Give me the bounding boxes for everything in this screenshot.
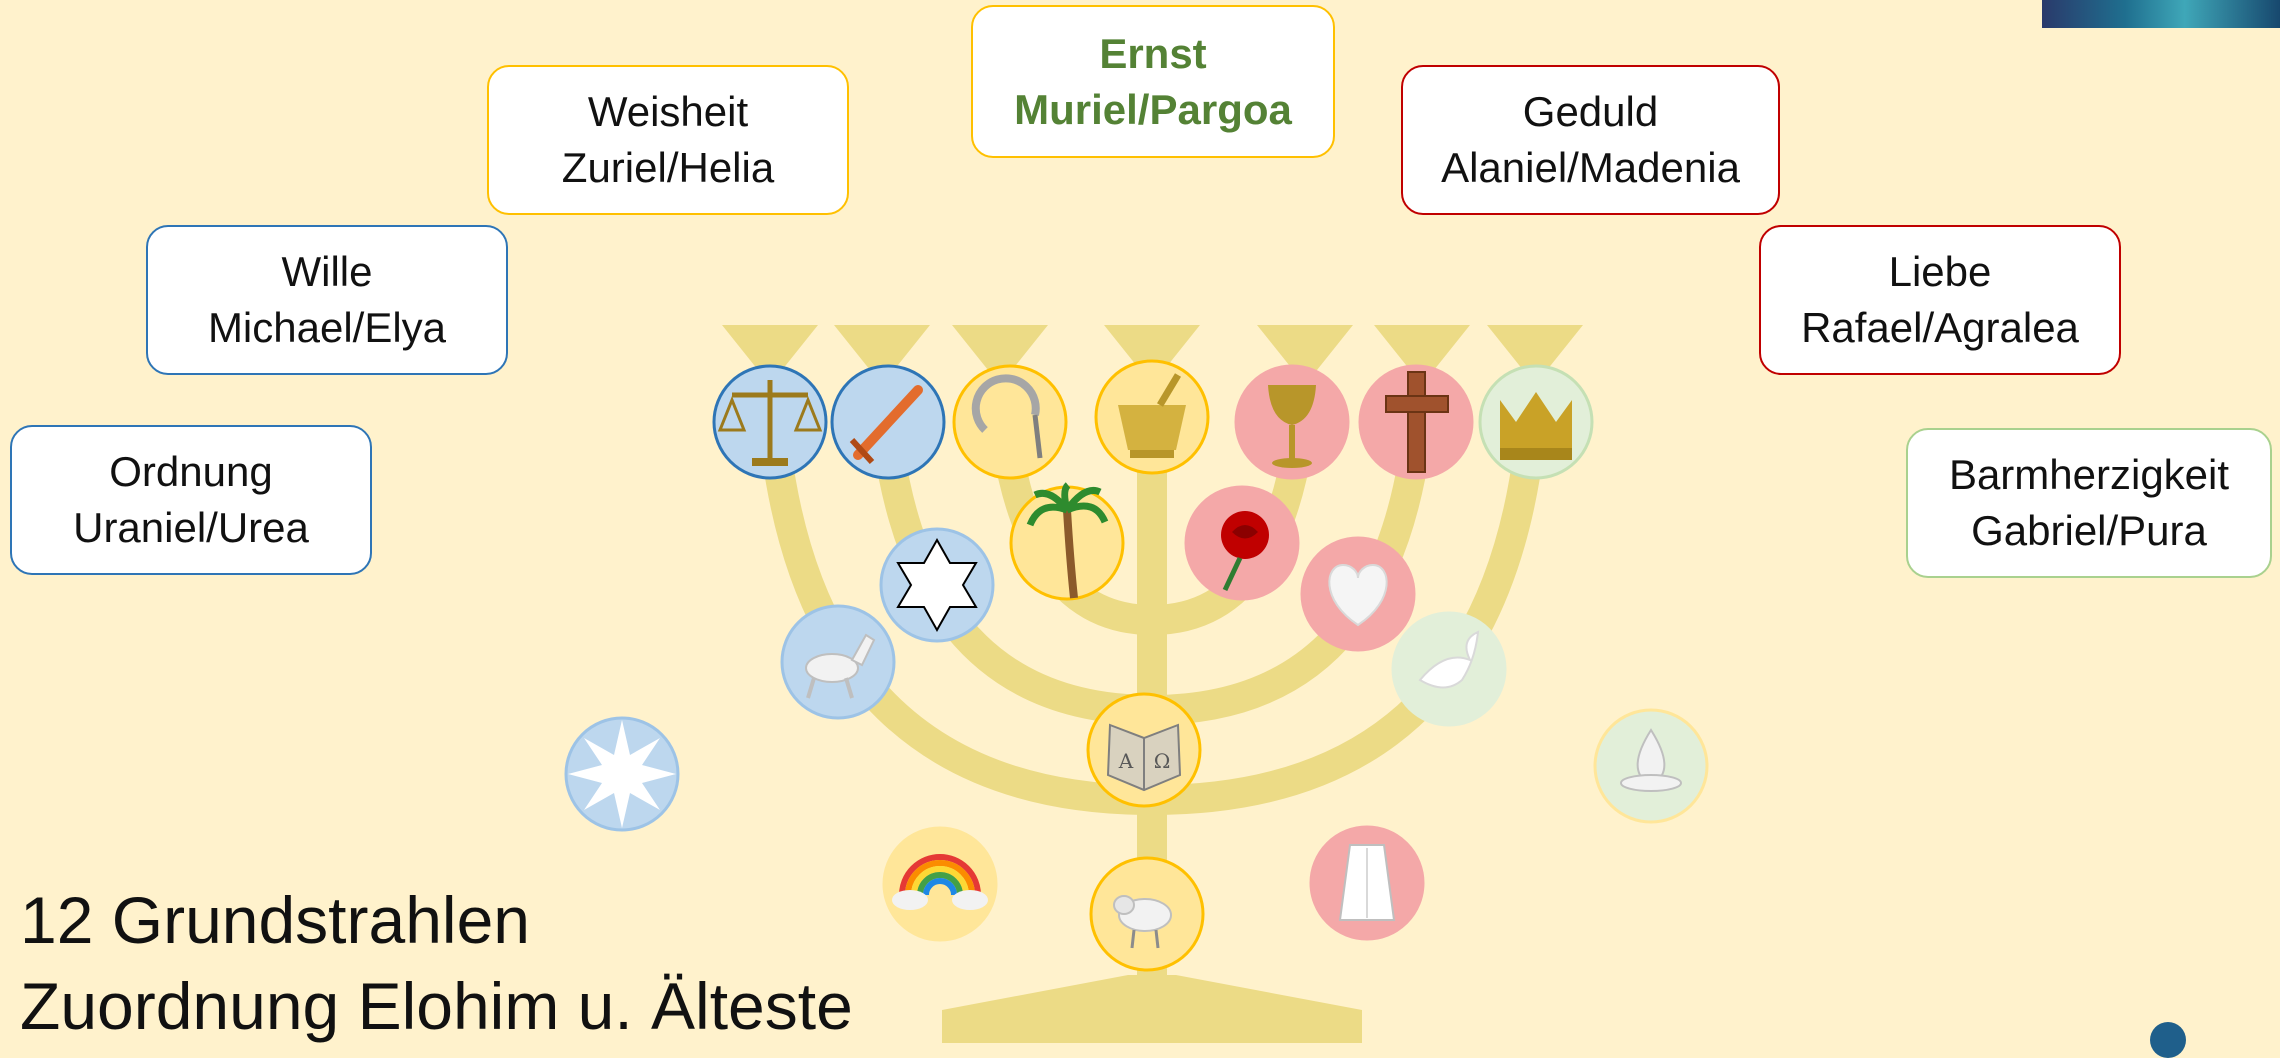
flame-bowl-icon [1593, 708, 1709, 824]
svg-text:A: A [1118, 749, 1134, 773]
six-point-star-icon [879, 527, 995, 643]
box-wille-quality: Wille [281, 248, 373, 295]
box-barmherzigkeit: Barmherzigkeit Gabriel/Pura [1906, 428, 2272, 578]
title-line-2: Zuordnung Elohim u. Älteste [20, 969, 853, 1043]
menorah-base [942, 975, 1362, 1043]
box-geduld-names: Alaniel/Madenia [1441, 144, 1740, 191]
box-barmherzigkeit-names: Gabriel/Pura [1971, 507, 2207, 554]
box-liebe-quality: Liebe [1888, 248, 1992, 295]
box-ernst: Ernst Muriel/Pargoa [971, 5, 1335, 158]
lamb-icon [1089, 856, 1205, 972]
sword-icon [830, 364, 946, 480]
box-ordnung-names: Uraniel/Urea [73, 504, 309, 551]
rose-icon [1184, 485, 1300, 601]
sickle-icon [952, 364, 1068, 480]
box-barmherzigkeit-quality: Barmherzigkeit [1948, 451, 2230, 498]
chalice-icon [1234, 364, 1350, 480]
box-liebe-names: Rafael/Agralea [1801, 304, 2079, 351]
title-line-1: 12 Grundstrahlen [20, 883, 530, 957]
box-weisheit: Weisheit Zuriel/Helia [487, 65, 849, 215]
dove-icon [1391, 611, 1507, 727]
box-ordnung: Ordnung Uraniel/Urea [10, 425, 372, 575]
box-ernst-names: Muriel/Pargoa [1014, 85, 1292, 133]
corner-thumbnail-image [2042, 0, 2280, 28]
cross-icon [1358, 364, 1474, 480]
horse-icon [780, 604, 896, 720]
menorah-cups [722, 325, 1583, 385]
box-geduld-quality: Geduld [1522, 88, 1659, 135]
robe-icon [1309, 825, 1425, 941]
svg-text:Ω: Ω [1154, 749, 1171, 773]
palm-tree-icon [1009, 482, 1125, 601]
rainbow-icon [882, 826, 998, 942]
box-geduld: Geduld Alaniel/Madenia [1401, 65, 1780, 215]
box-liebe: Liebe Rafael/Agralea [1759, 225, 2121, 375]
heart-icon [1300, 536, 1416, 652]
open-book-alpha-omega-icon: A Ω [1086, 692, 1202, 808]
box-ordnung-quality: Ordnung [109, 448, 273, 495]
box-wille-names: Michael/Elya [207, 304, 447, 351]
mortar-icon [1094, 359, 1210, 475]
many-point-star-icon [564, 716, 680, 832]
box-weisheit-names: Zuriel/Helia [561, 144, 775, 191]
box-wille: Wille Michael/Elya [146, 225, 508, 375]
logo-icon [2150, 1022, 2186, 1058]
crown-icon [1478, 364, 1594, 480]
box-ernst-quality: Ernst [1099, 29, 1207, 77]
box-weisheit-quality: Weisheit [587, 88, 749, 135]
scales-icon [712, 364, 828, 480]
